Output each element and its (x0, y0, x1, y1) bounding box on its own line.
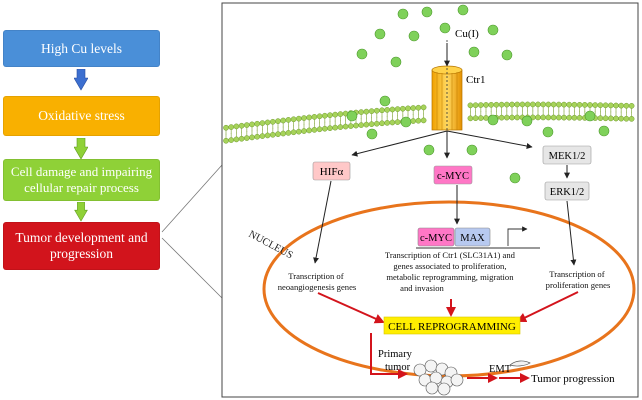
flow-step-oxidative-stress: Oxidative stress (3, 96, 160, 136)
cmyc-complex-label: c-MYC (420, 233, 452, 244)
max-box (454, 227, 491, 247)
zoom-line-bottom (161, 237, 223, 299)
mek-box (542, 145, 592, 165)
cmyc-complex-box (417, 227, 455, 247)
hif-label: HIFα (320, 166, 344, 178)
flow-step-label: Oxidative stress (38, 108, 125, 123)
flow-step-label: Tumor development and progression (15, 230, 148, 261)
ctr1-transporter-icon (431, 40, 463, 132)
arrow-to-hif (351, 130, 448, 157)
arrow-to-mek (446, 130, 533, 149)
flow-step-cell-damage: Cell damage and impairing cellular repai… (3, 159, 160, 201)
hif-box (312, 161, 351, 181)
cell-reprogramming-label: CELL REPROGRAMMING (388, 321, 516, 333)
flow-arrow-down-icon (74, 202, 88, 222)
flow-step-tumor-development: Tumor development and progression (3, 222, 160, 270)
arrow-erk-transcription (566, 200, 577, 266)
tumor-progression-label: Tumor progression (531, 373, 615, 385)
flow-step-label: High Cu levels (41, 40, 122, 56)
transcription-start-arrow (507, 226, 528, 246)
cell-membrane (223, 101, 635, 144)
cell-reprogramming-box (383, 316, 521, 335)
flow-step-high-cu: High Cu levels (3, 30, 160, 67)
emt-label: EMT (489, 364, 512, 375)
center-transcription-text: Transcription of Ctr1 (SLC31A1) and gene… (385, 250, 517, 293)
red-arrow-primary-tumor (370, 333, 408, 379)
tumor-cluster-icon (413, 359, 464, 396)
cmyc-box (433, 165, 473, 185)
max-label: MAX (460, 233, 485, 244)
red-arrow-left (317, 292, 385, 324)
copper-ions (346, 4, 610, 184)
mek-label: MEK1/2 (549, 151, 586, 162)
primary-tumor-label: Primary tumor (378, 349, 414, 373)
flow-arrow-down-icon (74, 138, 88, 160)
right-transcription-text: Transcription of proliferation genes (546, 269, 611, 290)
ctr1-label: Ctr1 (466, 74, 486, 86)
cu-label: Cu(I) (455, 28, 479, 40)
flow-arrow-down-icon (74, 69, 88, 91)
cmyc-label: c-MYC (437, 171, 469, 182)
erk-box (544, 181, 590, 201)
erk-label: ERK1/2 (550, 187, 584, 198)
left-transcription-text: Transcription of neoangiogenesis genes (278, 271, 357, 292)
arrow-hif-transcription (313, 180, 332, 264)
migrating-cell-icon (509, 360, 531, 367)
zoom-line-top (161, 164, 223, 233)
red-arrow-right (516, 291, 579, 323)
flow-step-label: Cell damage and impairing cellular repai… (10, 164, 153, 195)
